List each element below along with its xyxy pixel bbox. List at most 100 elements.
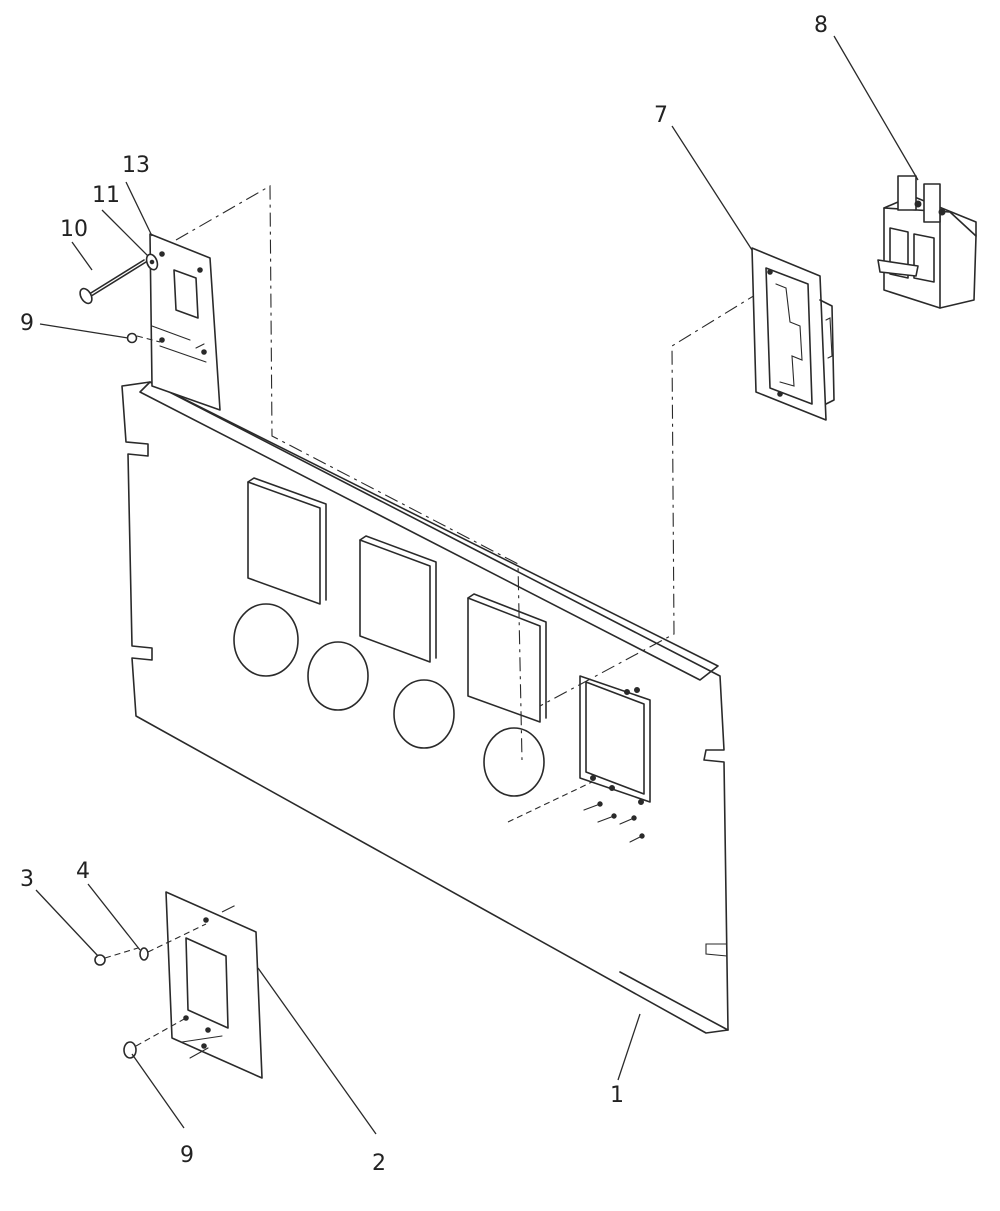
breaker-8-toggle	[877, 259, 919, 277]
panel-cutout-4-inner	[585, 681, 645, 795]
panel-screw	[590, 775, 596, 781]
breaker-part-8	[877, 175, 977, 309]
plate-13-marks	[151, 325, 207, 363]
plate-2-hole	[183, 1015, 189, 1021]
screw-10-shank	[85, 259, 145, 297]
nut-9-top-centerline	[136, 335, 161, 343]
leader-13	[125, 181, 153, 237]
bracket-7-inner	[765, 267, 813, 405]
callout-2: 2	[372, 1151, 386, 1176]
panel-top-flange	[139, 381, 719, 681]
callout-11: 11	[92, 183, 120, 208]
bracket-7-outline	[751, 247, 827, 421]
panel-screw	[639, 833, 645, 839]
plate-part-2	[165, 891, 263, 1079]
panel-round-hole-3	[393, 679, 455, 749]
centerline-part-13	[175, 185, 523, 761]
leader-2	[257, 967, 377, 1135]
panel-slot-right-lower	[705, 943, 728, 957]
leader-8	[833, 35, 919, 181]
bracket-7-hole	[767, 269, 773, 275]
callout-labels: 8 7 13 11 10 9 4 3 9 2 1	[20, 13, 828, 1176]
centerline-part-7	[539, 291, 761, 707]
plate-13-window	[173, 269, 199, 319]
callout-7: 7	[654, 103, 668, 128]
leader-11	[101, 209, 149, 257]
leader-1	[617, 1013, 641, 1081]
screw-10-head	[79, 287, 93, 305]
washer-4	[139, 947, 149, 961]
panel-cutout-3-depth	[467, 593, 547, 719]
bracket-7-side	[819, 299, 835, 405]
plate-2-hole	[203, 917, 209, 923]
leader-9-top	[39, 323, 129, 339]
panel-screw	[631, 815, 637, 821]
nut-9-bottom	[123, 1041, 137, 1059]
panel-round-hole-2	[307, 641, 369, 711]
plate-2-hole	[201, 1043, 207, 1049]
screw-part-3	[94, 947, 139, 966]
panel-cutout-1	[247, 481, 321, 605]
panel-bottom-edge	[619, 971, 729, 1031]
callout-1: 1	[610, 1083, 624, 1108]
bracket-7-side-tab	[825, 317, 833, 359]
nut-9-top	[126, 332, 138, 344]
leader-7	[671, 125, 753, 251]
bracket-7-channel	[775, 283, 803, 387]
panel-cutout-2	[359, 539, 431, 663]
nut-part-9-top	[126, 332, 161, 344]
washer-4-centerline	[147, 923, 207, 953]
washer-11-hole	[149, 259, 155, 265]
leader-10	[71, 241, 93, 271]
panel-screw-leaders	[583, 803, 643, 843]
panel-screw	[611, 813, 617, 819]
plate-13-hole	[159, 337, 165, 343]
nut-part-9-bottom	[123, 1017, 187, 1059]
bracket-7-hole	[777, 391, 783, 397]
callout-9-top: 9	[20, 311, 34, 336]
screw-part-10	[79, 259, 147, 305]
panel-screw	[624, 689, 630, 695]
screw-3	[94, 954, 106, 966]
panel-screw	[638, 799, 644, 805]
plate-13-outline	[149, 233, 221, 411]
panel-screw	[597, 801, 603, 807]
leader-lines	[35, 35, 919, 1135]
breaker-8-screw	[914, 200, 922, 208]
callout-3: 3	[20, 867, 34, 892]
breaker-8-face-right	[913, 233, 935, 283]
panel-round-hole-1	[233, 603, 299, 677]
plate-13-hole	[159, 251, 165, 257]
assembly-centerlines	[175, 185, 761, 913]
panel-cutout-2-depth	[359, 535, 437, 659]
callout-10: 10	[60, 217, 88, 242]
leader-4	[87, 883, 141, 951]
panel-cutout-1-depth	[247, 477, 327, 601]
plate-part-13	[149, 233, 221, 411]
panel-round-hole-4	[483, 727, 545, 797]
breaker-8-terminal-right	[923, 183, 941, 223]
centerline-part-2	[221, 903, 239, 913]
breaker-8-face-left	[889, 227, 909, 279]
callout-13: 13	[122, 153, 150, 178]
panel-screw	[609, 785, 615, 791]
breaker-8-body	[883, 207, 977, 309]
leader-3	[35, 889, 99, 957]
breaker-8-screw	[938, 208, 946, 216]
callout-4: 4	[76, 859, 90, 884]
plate-2-hole	[205, 1027, 211, 1033]
plate-13-hole	[197, 267, 203, 273]
screw-3-centerline	[104, 947, 139, 959]
plate-2-window	[185, 937, 229, 1029]
plate-2-marks	[181, 1035, 223, 1059]
callout-8: 8	[814, 13, 828, 38]
callout-9-bottom: 9	[180, 1143, 194, 1168]
plate-2-outline	[165, 891, 263, 1079]
bracket-part-7	[751, 247, 835, 421]
panel-outline	[121, 381, 729, 1034]
leader-9-bottom	[131, 1053, 185, 1129]
screw-10-shank-edge	[87, 261, 147, 299]
breaker-8-terminal-left	[897, 175, 917, 211]
plate-13-hole	[201, 349, 207, 355]
